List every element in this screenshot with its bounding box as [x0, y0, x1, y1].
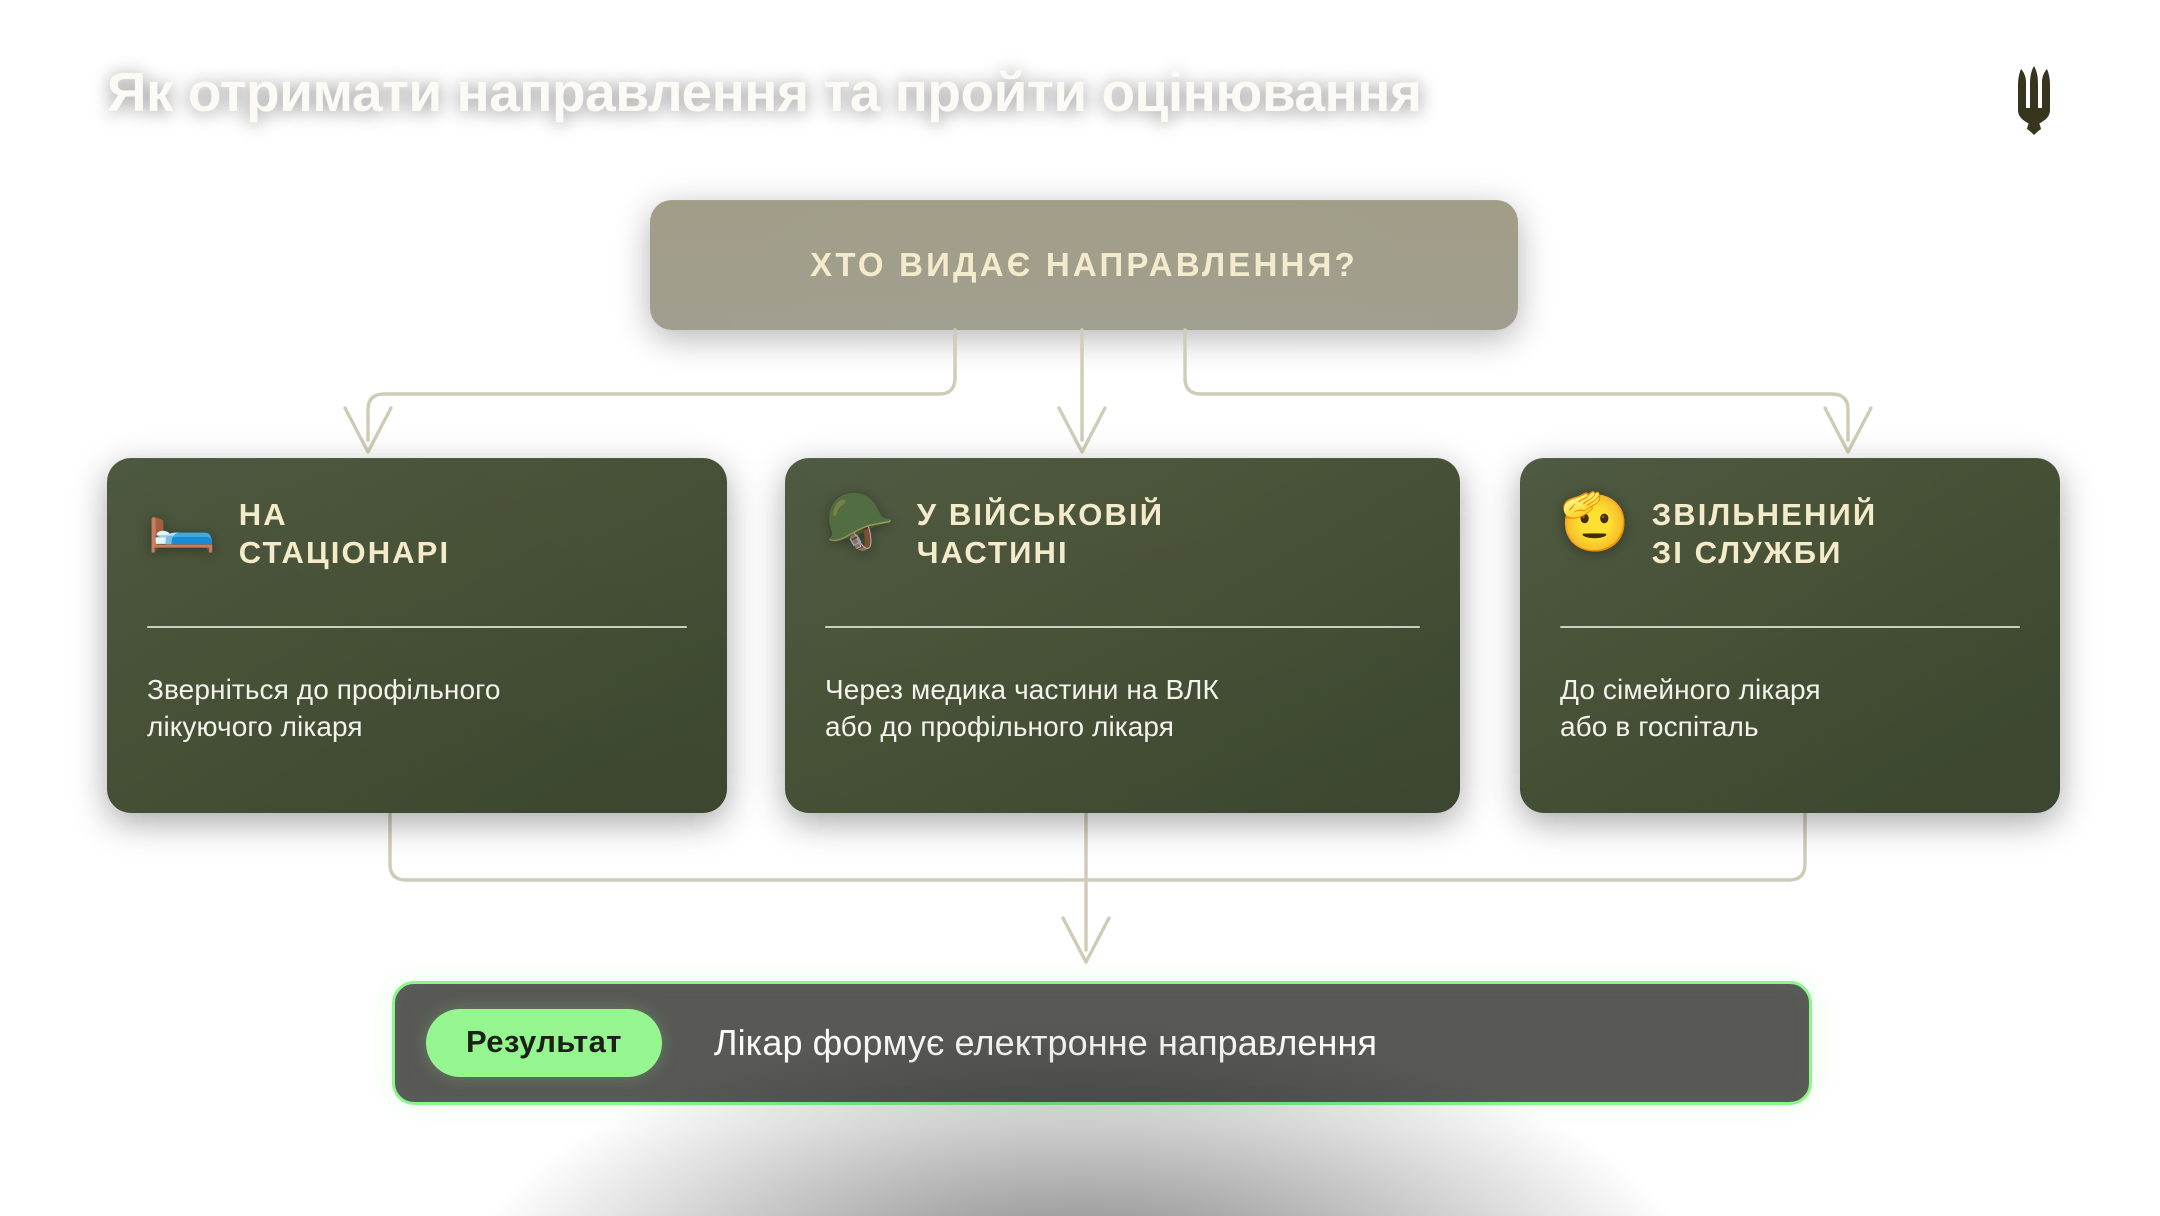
- question-box: ХТО ВИДАЄ НАПРАВЛЕННЯ?: [650, 200, 1518, 330]
- flow-card-inpatient[interactable]: 🛏️ НА СТАЦІОНАРІ Зверніться до профільно…: [107, 458, 727, 813]
- saluting-face-icon: 🫡: [1560, 490, 1630, 553]
- flow-card-military-unit[interactable]: 🪖 У ВІЙСЬКОВІЙ ЧАСТИНІ Через медика част…: [785, 458, 1460, 813]
- card-divider: [147, 626, 687, 628]
- card-header: 🫡 ЗВІЛЬНЕНИЙ ЗІ СЛУЖБИ: [1560, 492, 2020, 604]
- page-title: Як отримати направлення та пройти оцінюв…: [107, 61, 1422, 123]
- card-body-text: До сімейного лікаря або в госпіталь: [1560, 674, 1821, 742]
- card-title: У ВІЙСЬКОВІЙ ЧАСТИНІ: [916, 497, 1165, 570]
- card-divider: [825, 626, 1420, 628]
- question-box-label: ХТО ВИДАЄ НАПРАВЛЕННЯ?: [810, 246, 1358, 283]
- ukraine-trident-shield-icon: [2000, 48, 2068, 140]
- result-text: Лікар формує електронне направлення: [713, 1022, 1378, 1063]
- card-body-text: Зверніться до профільного лікуючого ліка…: [147, 674, 501, 742]
- card-header: 🪖 У ВІЙСЬКОВІЙ ЧАСТИНІ: [825, 492, 1420, 604]
- card-title: ЗВІЛЬНЕНИЙ ЗІ СЛУЖБИ: [1651, 497, 1878, 570]
- result-box: Результат Лікар формує електронне направ…: [392, 981, 1812, 1105]
- result-badge: Результат: [426, 1009, 662, 1077]
- card-divider: [1560, 626, 2020, 628]
- flow-card-discharged[interactable]: 🫡 ЗВІЛЬНЕНИЙ ЗІ СЛУЖБИ До сімейного ліка…: [1520, 458, 2060, 813]
- card-body-text: Через медика частини на ВЛК або до профі…: [825, 674, 1219, 742]
- card-title: НА СТАЦІОНАРІ: [238, 497, 451, 570]
- military-helmet-icon: 🪖: [825, 490, 895, 553]
- bed-icon: 🛏️: [147, 490, 217, 553]
- card-header: 🛏️ НА СТАЦІОНАРІ: [147, 492, 687, 604]
